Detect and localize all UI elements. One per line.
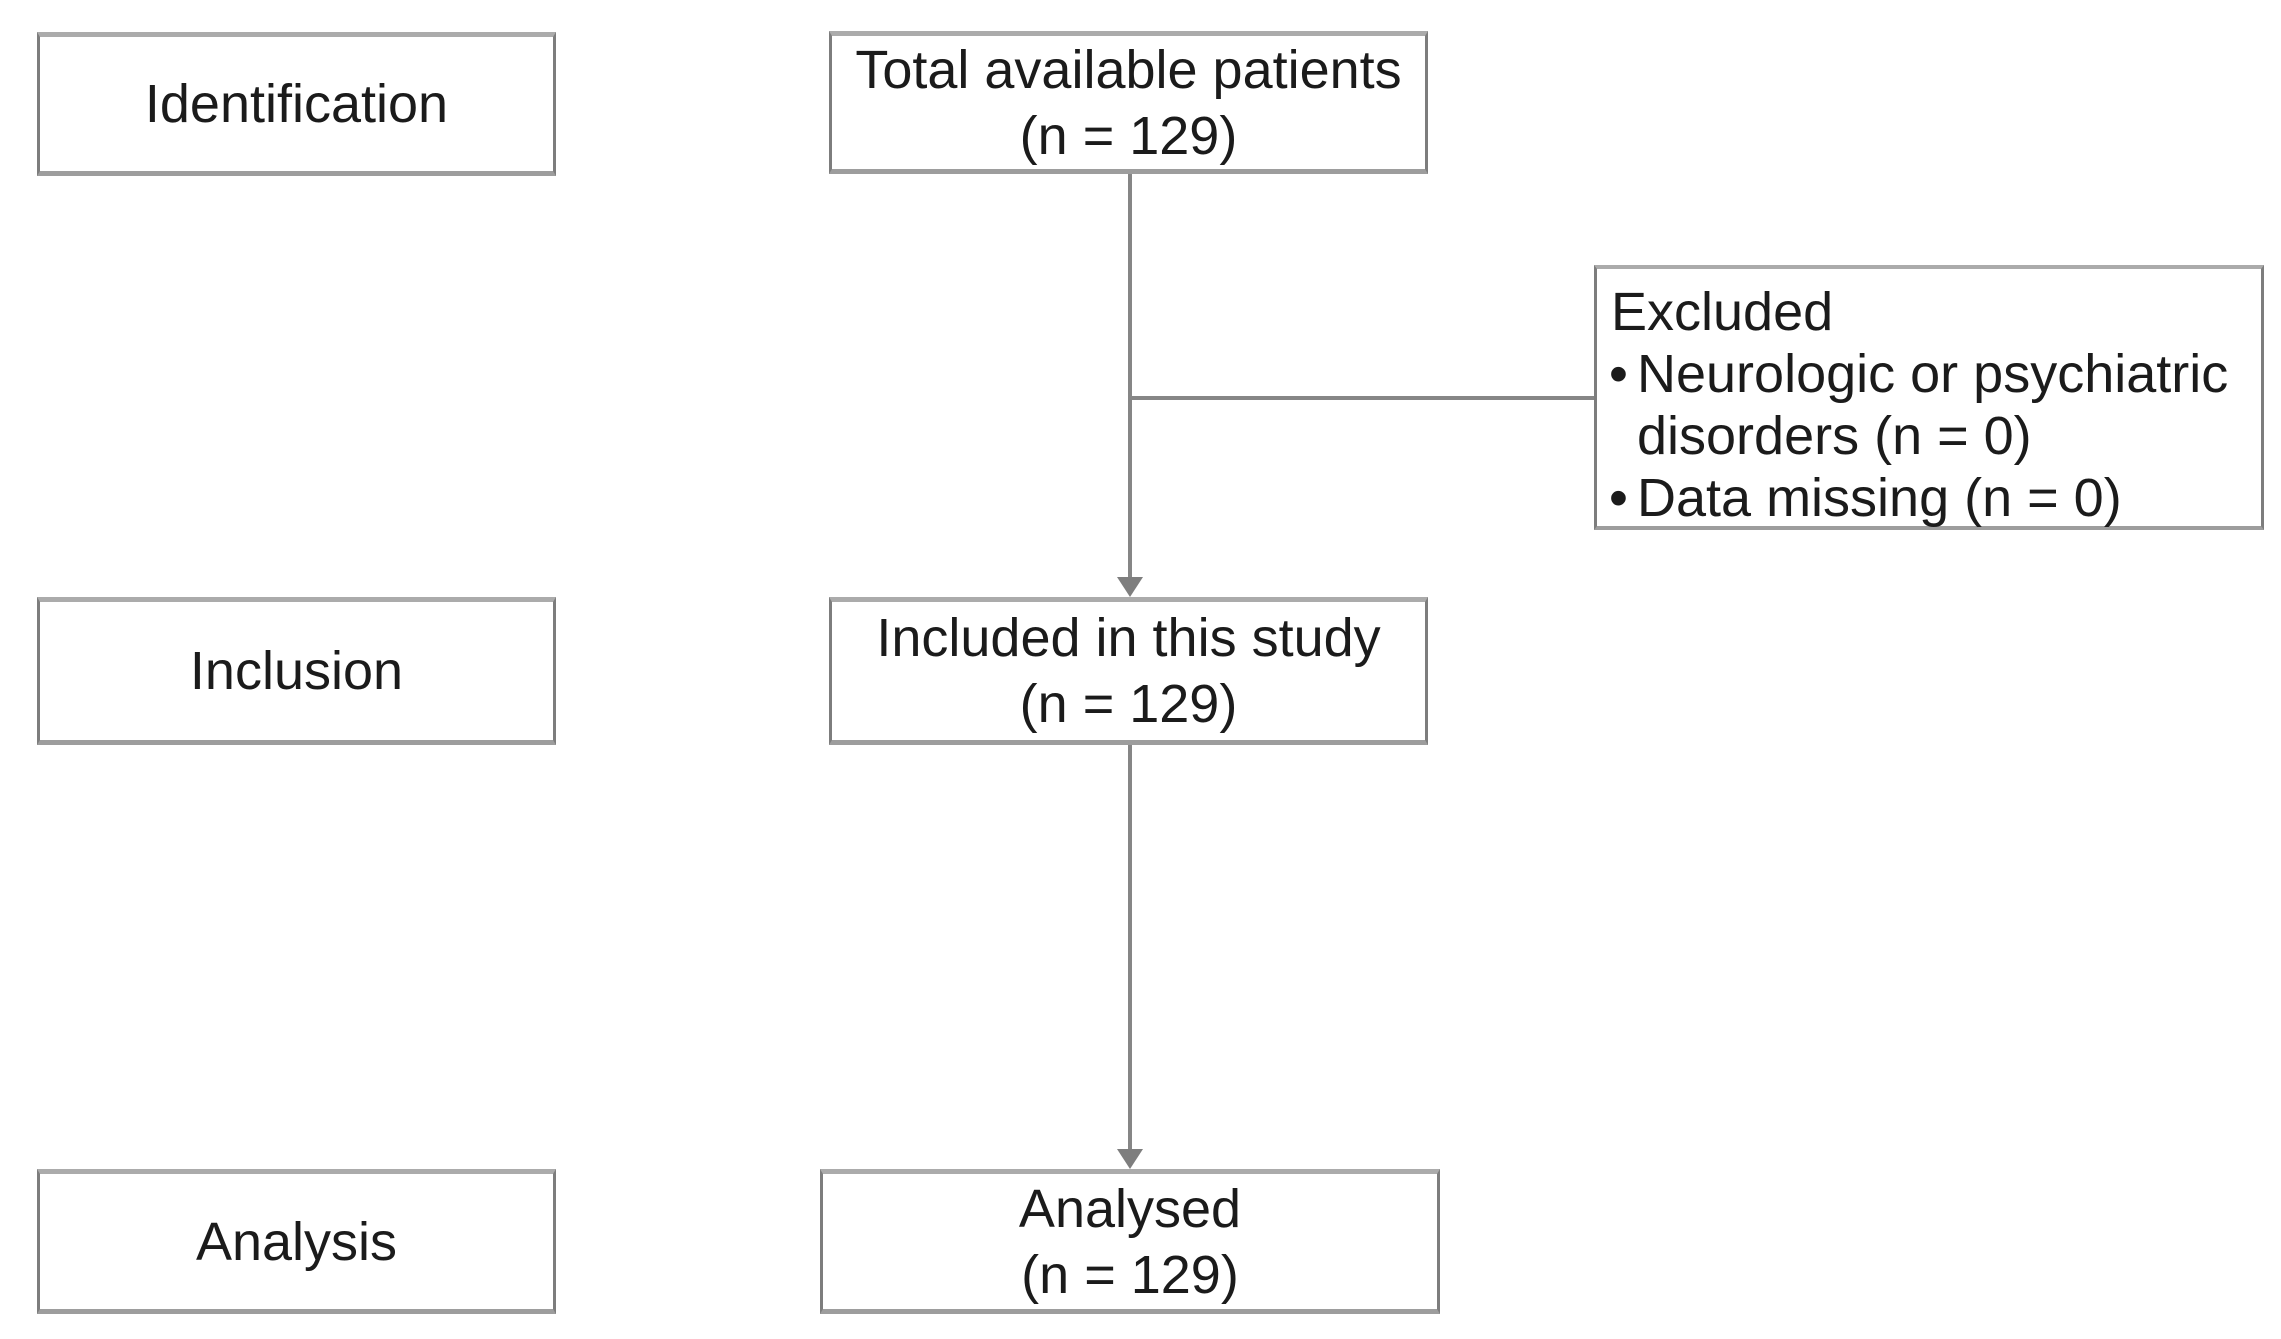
arrowhead-down-icon [1117, 577, 1143, 597]
excluded-item-text: Neurologic or psychiatric disorders (n =… [1637, 344, 2229, 466]
excluded-box: Excluded • Neurologic or psychiatric dis… [1594, 265, 2264, 530]
excluded-item-text: Data missing (n = 0) [1637, 468, 2122, 528]
flow-box-title: Included in this study [876, 608, 1381, 668]
stage-label-analysis: Analysis [195, 1211, 398, 1272]
flow-box-title: Total available patients [855, 39, 1402, 100]
flow-box-count: (n = 129) [1019, 105, 1238, 166]
arrowhead-down-icon [1117, 1149, 1143, 1169]
flow-box-analysed: Analysed (n = 129) [820, 1169, 1440, 1314]
stage-label-identification: Identification [144, 74, 449, 134]
flow-box-count: (n = 129) [1019, 674, 1238, 734]
flow-box-title: Analysed [1018, 1178, 1242, 1239]
excluded-item: • Data missing (n = 0) [1609, 467, 2247, 529]
flow-box-included-in-study: Included in this study (n = 129) [829, 597, 1428, 745]
connector-total-to-included [1128, 174, 1132, 579]
bullet-icon: • [1609, 468, 1628, 528]
connector-branch-to-excluded [1130, 396, 1594, 400]
excluded-title: Excluded [1611, 282, 1834, 342]
connector-included-to-analysed [1128, 745, 1132, 1151]
stage-box-analysis: Analysis [37, 1169, 556, 1314]
stage-box-inclusion: Inclusion [37, 597, 556, 745]
stage-label-inclusion: Inclusion [189, 641, 404, 701]
excluded-item: • Neurologic or psychiatric disorders (n… [1609, 343, 2247, 467]
bullet-icon: • [1609, 344, 1628, 404]
stage-box-identification: Identification [37, 32, 556, 176]
flow-box-total-available-patients: Total available patients (n = 129) [829, 31, 1428, 174]
flow-box-count: (n = 129) [1021, 1244, 1239, 1305]
